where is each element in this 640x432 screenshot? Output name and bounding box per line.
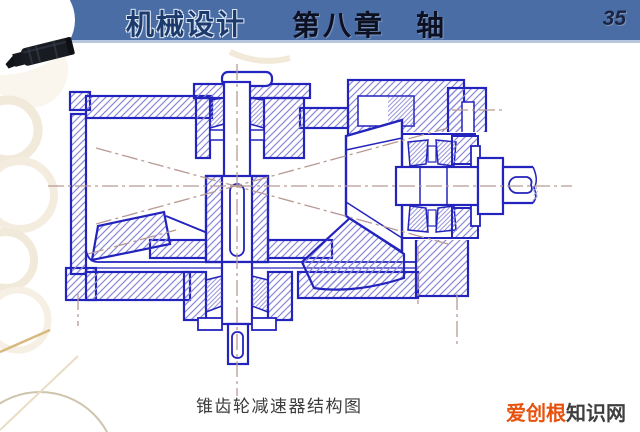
course-title: 机械设计 — [126, 9, 247, 40]
top-bearing-assembly — [192, 70, 312, 160]
roller-bearing — [407, 139, 429, 167]
roller-bearing — [249, 97, 265, 129]
roller-bearing — [407, 205, 429, 233]
page-number: 35 — [602, 7, 626, 30]
roller-bearing — [209, 97, 225, 129]
centerlines — [48, 64, 572, 396]
roller-bearing — [251, 275, 269, 314]
chapter-title: 第八章 轴 — [292, 10, 448, 41]
watermark-brand-secondary: 知识网 — [566, 403, 626, 425]
cover-bolt — [461, 101, 475, 137]
watermark: 爱创根知识网 — [506, 397, 626, 426]
pen-icon — [5, 36, 75, 69]
watermark-brand-primary: 爱创根 — [506, 403, 566, 425]
bottom-bearing-assembly — [182, 270, 294, 331]
figure-caption: 锥齿轮减速器结构图 — [196, 397, 363, 416]
keyway-slot — [508, 176, 533, 194]
roller-bearing — [205, 275, 223, 314]
title-bar: 机械设计 第八章 轴 35 — [0, 0, 640, 43]
